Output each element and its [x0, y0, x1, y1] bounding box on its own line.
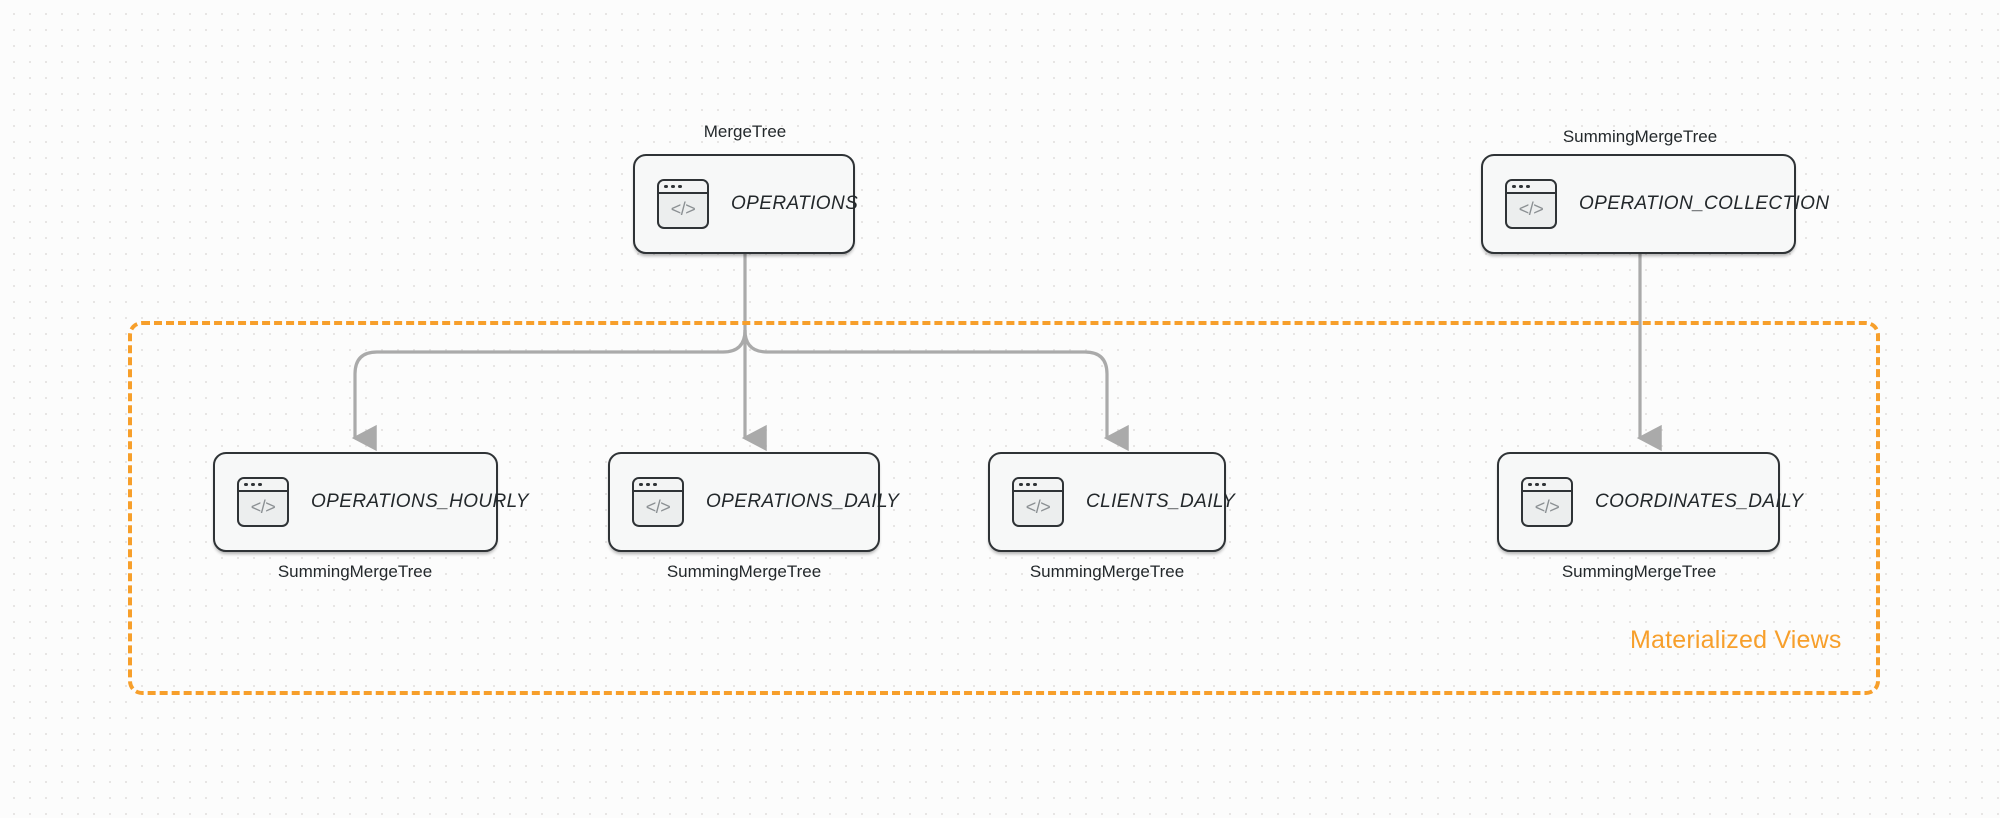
window-dot [653, 482, 657, 487]
window-dot [639, 482, 643, 487]
engine-caption-clients-daily: SummingMergeTree [1029, 562, 1185, 581]
window-dot [1542, 482, 1546, 487]
node-label: OPERATIONS_HOURLY [311, 491, 529, 512]
engine-caption-operation-collection: SummingMergeTree [1562, 127, 1718, 146]
window-dot [244, 482, 248, 487]
node-label: OPERATIONS [731, 193, 859, 214]
code-glyph: </> [1534, 497, 1560, 517]
window-dot [1033, 482, 1037, 487]
engine-caption-operations-hourly: SummingMergeTree [277, 562, 433, 581]
code-glyph: </> [645, 497, 671, 517]
window-dot [678, 184, 682, 189]
window-title-bar [1014, 479, 1062, 492]
node-clients-daily[interactable]: </> CLIENTS_DAILY [988, 452, 1235, 552]
window-dot [671, 184, 675, 189]
node-coordinates-daily[interactable]: </> COORDINATES_DAILY [1497, 452, 1803, 552]
window-title-bar [239, 479, 287, 492]
materialized-views-group [128, 321, 1880, 695]
node-operations-daily[interactable]: </> OPERATIONS_DAILY [608, 452, 899, 552]
code-window-icon: </> [1521, 477, 1573, 527]
code-window-icon: </> [657, 179, 709, 229]
node-operations[interactable]: </> OPERATIONS [633, 154, 859, 254]
window-dot [1528, 482, 1532, 487]
window-dot [258, 482, 262, 487]
window-title-bar [1523, 479, 1571, 492]
code-window-icon: </> [1012, 477, 1064, 527]
code-window-icon: </> [1505, 179, 1557, 229]
engine-caption-operations-daily: SummingMergeTree [666, 562, 822, 581]
node-label: CLIENTS_DAILY [1086, 491, 1236, 512]
code-glyph: </> [1518, 199, 1544, 219]
code-window-icon: </> [237, 477, 289, 527]
node-label: OPERATIONS_DAILY [706, 491, 900, 512]
window-dot [251, 482, 255, 487]
window-title-bar [659, 181, 707, 194]
code-window-icon: </> [632, 477, 684, 527]
node-operations-hourly[interactable]: </> OPERATIONS_HOURLY [213, 452, 529, 552]
engine-caption-coordinates-daily: SummingMergeTree [1561, 562, 1717, 581]
code-glyph: </> [670, 199, 696, 219]
node-label: OPERATION_COLLECTION [1579, 193, 1830, 214]
window-title-bar [1507, 181, 1555, 194]
window-dot [646, 482, 650, 487]
engine-caption-operations: MergeTree [703, 122, 787, 141]
window-dot [1526, 184, 1530, 189]
window-dot [1019, 482, 1023, 487]
window-dot [1519, 184, 1523, 189]
node-label: COORDINATES_DAILY [1595, 491, 1804, 512]
code-glyph: </> [250, 497, 276, 517]
materialized-views-label: Materialized Views [1630, 626, 1842, 654]
node-operation-collection[interactable]: </> OPERATION_COLLECTION [1481, 154, 1829, 254]
window-dot [1512, 184, 1516, 189]
window-dot [1535, 482, 1539, 487]
window-dot [1026, 482, 1030, 487]
code-glyph: </> [1025, 497, 1051, 517]
window-dot [664, 184, 668, 189]
window-title-bar [634, 479, 682, 492]
